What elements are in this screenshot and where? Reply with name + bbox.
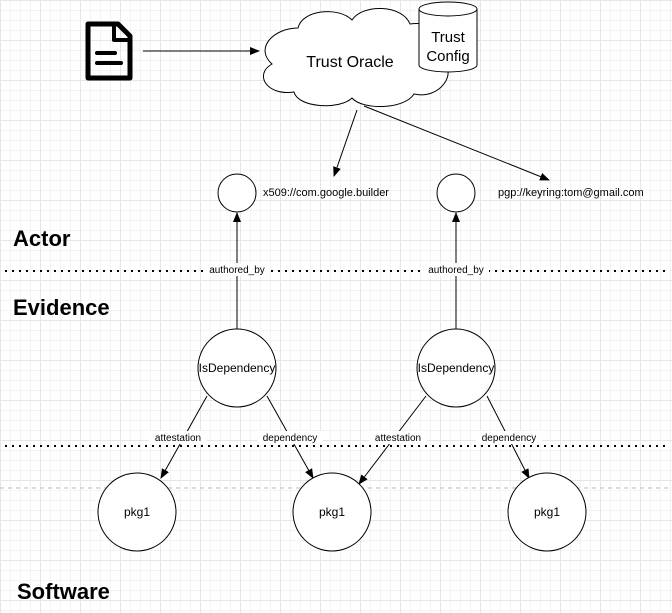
document-icon bbox=[85, 21, 133, 81]
lane-label-software: Software bbox=[17, 579, 110, 604]
oracle-to-pgp-edge bbox=[363, 105, 550, 181]
dependency-label-right: dependency bbox=[482, 433, 537, 444]
evidence-node-left bbox=[197, 328, 277, 408]
actor-label-right: pgp://keyring:tom@gmail.com bbox=[498, 187, 644, 199]
oracle-label: Trust Oracle bbox=[306, 54, 394, 71]
evidence-label-left: IsDependency bbox=[199, 361, 276, 375]
package-label-1: pkg1 bbox=[124, 505, 150, 519]
actor-label-left: x509://com.google.builder bbox=[263, 187, 389, 199]
package-node-1 bbox=[97, 472, 177, 552]
oracle-to-x509-edge bbox=[333, 109, 358, 177]
config-label-line2: Config bbox=[426, 48, 469, 65]
trust-oracle-cloud: Trust Oracle bbox=[262, 7, 449, 108]
evidence-label-right: IsDependency bbox=[418, 361, 495, 375]
package-node-2 bbox=[292, 472, 372, 552]
actor-node-left bbox=[217, 173, 257, 213]
authored-by-label-right: authored_by bbox=[428, 265, 484, 276]
lane-label-evidence: Evidence bbox=[13, 295, 110, 320]
attestation-label-right: attestation bbox=[375, 433, 421, 444]
config-label-line1: Trust bbox=[431, 29, 465, 46]
lane-label-actor: Actor bbox=[13, 226, 71, 251]
dependency-label-left: dependency bbox=[263, 433, 318, 444]
actor-node-right bbox=[436, 173, 476, 213]
evidence-node-right bbox=[416, 328, 496, 408]
authored-by-label-left: authored_by bbox=[209, 265, 265, 276]
package-node-3 bbox=[507, 472, 587, 552]
trust-config-database: Trust Config bbox=[418, 1, 478, 73]
attestation-label-left: attestation bbox=[155, 433, 201, 444]
package-label-3: pkg1 bbox=[534, 505, 560, 519]
package-label-2: pkg1 bbox=[319, 505, 345, 519]
